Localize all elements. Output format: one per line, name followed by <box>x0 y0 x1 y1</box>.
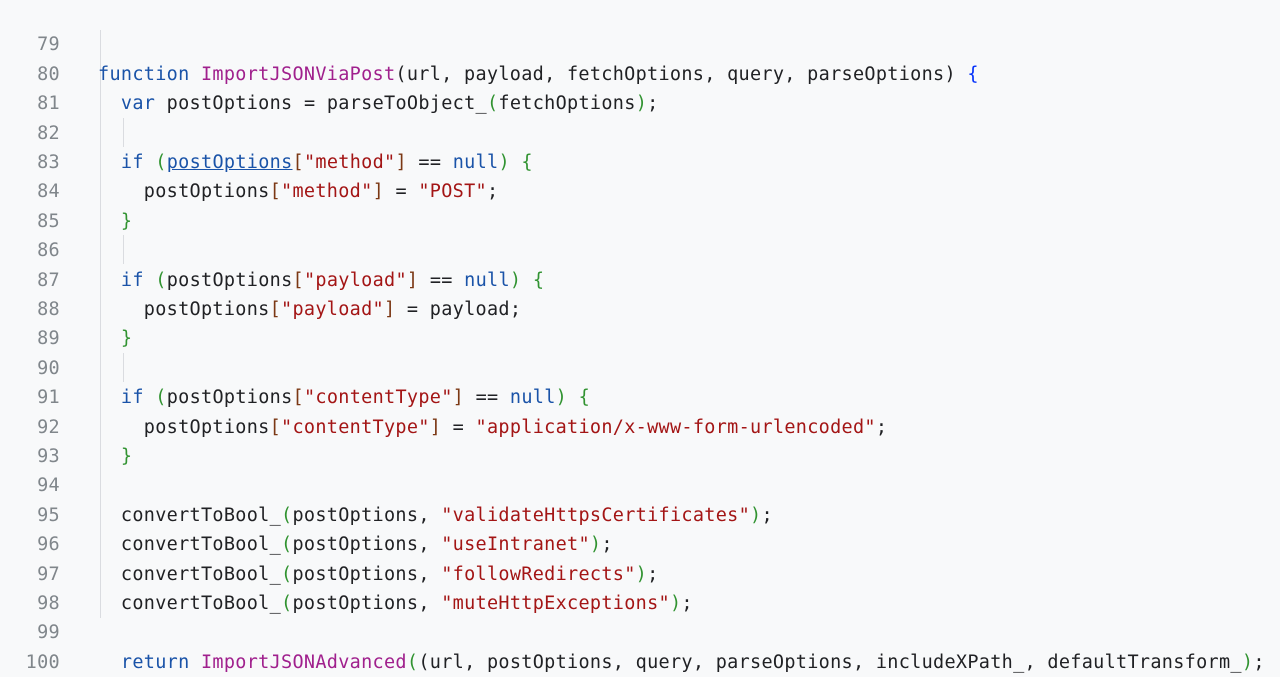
line-content: postOptions["method"] = "POST"; <box>143 181 499 203</box>
line-content: function ImportJSONViaPost(url, payload,… <box>98 63 979 85</box>
line-content: convertToBool_(postOptions, "muteHttpExc… <box>120 593 693 614</box>
indent-guide-if-payload <box>123 235 124 264</box>
code-line[interactable]: 79 function ImportJSONViaPost(url, paylo… <box>0 1 978 84</box>
code-line[interactable]: 97 convertToBool_(postOptions, "muteHttp… <box>0 530 692 614</box>
line-number: 87 <box>37 269 60 291</box>
line-number: 99 <box>37 622 60 644</box>
line-number: 91 <box>37 387 60 409</box>
line-content: convertToBool_(postOptions, "validateHtt… <box>120 504 773 526</box>
line-number: 81 <box>37 93 60 115</box>
code-line[interactable]: 90 if (postOptions["contentType"] == nul… <box>0 324 590 408</box>
line-content: } <box>120 210 133 232</box>
line-content: postOptions["payload"] = payload; <box>143 299 522 320</box>
code-line[interactable]: 94 convertToBool_(postOptions, "validate… <box>0 442 773 525</box>
code-line[interactable]: 100 } <box>0 618 60 673</box>
line-content: } <box>120 446 133 467</box>
line-number: 96 <box>37 534 60 556</box>
line-content: if (postOptions["method"] == null) { <box>120 152 533 173</box>
line-number: 84 <box>37 181 60 203</box>
line-content: postOptions["contentType"] = "applicatio… <box>143 416 888 438</box>
code-line[interactable]: 93 <box>0 413 60 467</box>
line-number: 92 <box>37 416 60 438</box>
code-line[interactable]: 85 <box>0 177 60 232</box>
line-number: 98 <box>37 593 60 614</box>
line-content: if (postOptions["contentType"] == null) … <box>120 387 591 409</box>
indent-guide-function-body <box>100 30 101 618</box>
line-number: 85 <box>37 210 60 232</box>
code-line[interactable]: 99 return ImportJSONAdvanced((url, postO… <box>0 589 1264 672</box>
line-number: 83 <box>37 152 60 173</box>
line-content: convertToBool_(postOptions, "useIntranet… <box>120 534 613 556</box>
line-number: 88 <box>37 299 60 320</box>
code-line[interactable]: 80 var postOptions = parseToObject_(fetc… <box>0 30 658 114</box>
line-number: 100 <box>25 651 60 673</box>
code-line[interactable]: 82 if (postOptions["method"] == null) { <box>0 89 532 173</box>
code-line[interactable]: 96 convertToBool_(postOptions, "followRe… <box>0 501 658 584</box>
line-content: var postOptions = parseToObject_(fetchOp… <box>120 93 659 115</box>
code-line[interactable]: 101 <box>0 648 46 677</box>
code-line[interactable]: 98 <box>0 560 60 614</box>
line-number: 90 <box>37 357 60 379</box>
code-line[interactable]: 88 } <box>0 266 132 349</box>
indent-guide-if-method <box>123 118 124 147</box>
line-number: 86 <box>37 240 60 262</box>
line-number: 79 <box>37 34 60 56</box>
line-content: } <box>120 328 133 350</box>
line-number: 82 <box>37 122 60 144</box>
code-line[interactable]: 87 postOptions["payload"] = payload; <box>0 236 521 320</box>
line-content: if (postOptions["payload"] == null) { <box>120 269 545 291</box>
code-line[interactable]: 89 <box>0 295 60 349</box>
line-number: 93 <box>37 446 60 467</box>
code-line[interactable]: 95 convertToBool_(postOptions, "useIntra… <box>0 471 612 555</box>
indent-guide-if-contenttype <box>123 353 124 382</box>
line-number: 97 <box>37 563 60 585</box>
code-line[interactable]: 92 } <box>0 383 132 467</box>
line-number: 80 <box>37 63 60 85</box>
line-number: 89 <box>37 328 60 350</box>
code-line[interactable]: 84 } <box>0 148 132 231</box>
code-line[interactable]: 83 postOptions["method"] = "POST"; <box>0 119 498 202</box>
line-number: 94 <box>37 475 60 497</box>
code-line[interactable]: 91 postOptions["contentType"] = "applica… <box>0 354 887 437</box>
line-content: convertToBool_(postOptions, "followRedir… <box>120 563 659 585</box>
line-content: return ImportJSONAdvanced((url, postOpti… <box>120 651 1265 673</box>
code-line[interactable]: 81 <box>0 60 60 114</box>
postoptions-link[interactable]: postOptions <box>166 152 293 173</box>
code-line[interactable]: 86 if (postOptions["payload"] == null) { <box>0 207 544 290</box>
line-number: 95 <box>37 504 60 526</box>
